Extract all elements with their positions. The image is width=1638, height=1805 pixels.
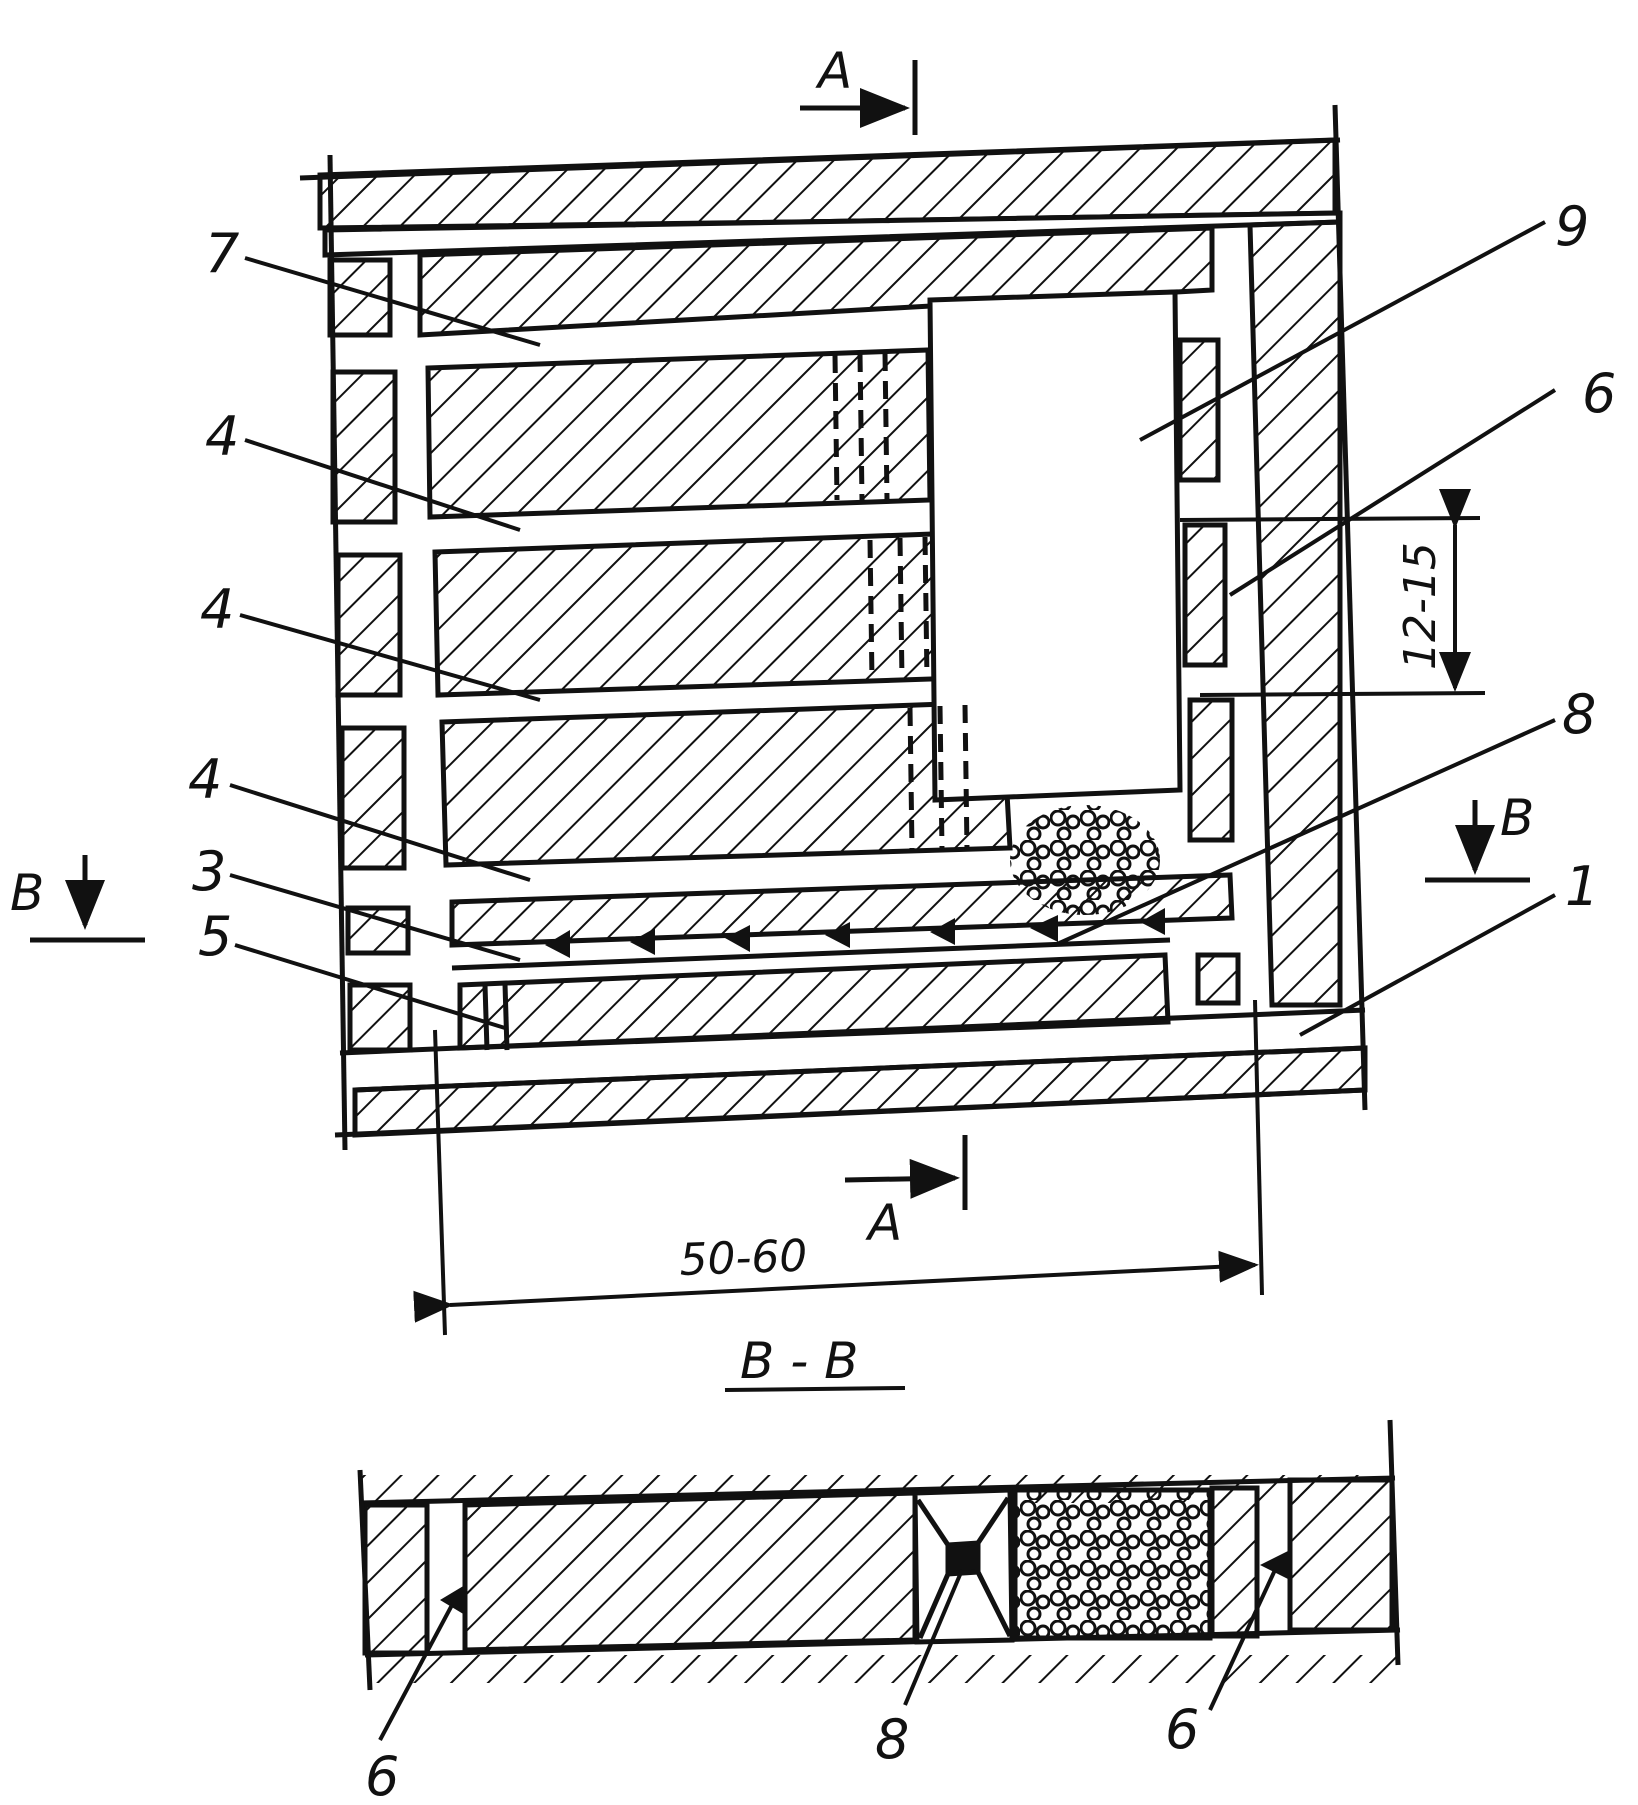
section-left-block (462, 1490, 918, 1653)
section-tooth-left (440, 1585, 465, 1615)
left-pillar-6 (347, 982, 413, 1053)
callout-3: 3 (192, 840, 226, 903)
block-middle (432, 530, 965, 698)
callout-1: 1 (1565, 855, 1599, 918)
section-right-block (1209, 1485, 1260, 1639)
callout-4-middle: 4 (200, 578, 234, 641)
section-b-right: B (1500, 789, 1534, 847)
section-drawpoint-core (945, 1540, 981, 1577)
callout-8: 8 (1562, 683, 1596, 746)
callout-4-upper: 4 (205, 405, 239, 468)
leader-lines (229, 220, 1557, 1037)
bottom-rock-band (352, 1045, 1368, 1138)
dimension-lines (413, 489, 1486, 1336)
right-pillar-4 (1195, 952, 1241, 1006)
section-a-bottom: A (865, 1194, 902, 1252)
right-pillar-3 (1187, 697, 1235, 843)
section-marks (30, 60, 1530, 1210)
section-callout-6-right: 6 (1165, 1698, 1199, 1761)
section-right-pillar (1287, 1477, 1395, 1633)
section-a-top: A (815, 42, 852, 100)
callout-9: 9 (1555, 195, 1589, 258)
callout-4-lower: 4 (188, 748, 222, 811)
section-b-left: B (10, 864, 44, 922)
block-lower (439, 699, 1013, 868)
section-tooth-right (1260, 1550, 1290, 1580)
section-title-underline (724, 1386, 906, 1392)
section-ore-zone (1012, 1487, 1213, 1641)
dimension-height: 12-15 (1395, 542, 1446, 670)
drawpoint-teeth (545, 908, 1165, 958)
plan-view (299, 104, 1368, 1151)
section-callout-8: 8 (875, 1708, 909, 1771)
callout-5: 5 (198, 905, 232, 968)
ore-pile (1010, 805, 1160, 915)
section-leaders (378, 1569, 1277, 1741)
block-upper (425, 347, 933, 520)
left-pillar-4 (339, 725, 407, 871)
right-pillar-2 (1182, 522, 1228, 668)
section-callout-6-left: 6 (365, 1745, 399, 1805)
section-view-title: B - B (740, 1332, 858, 1390)
raise-9 (927, 289, 1183, 803)
section-view (357, 1419, 1401, 1691)
right-wall (1247, 219, 1343, 1008)
section-bottom-ground (368, 1655, 1398, 1683)
block-dashes (832, 352, 970, 851)
dimension-width: 50-60 (679, 1231, 809, 1286)
section-left-pillar (362, 1502, 430, 1656)
callout-6: 6 (1582, 362, 1616, 425)
left-pillar-3 (335, 552, 403, 698)
left-pillar-2 (330, 369, 398, 525)
callout-7: 7 (205, 222, 239, 285)
left-pillar-5 (345, 905, 411, 956)
